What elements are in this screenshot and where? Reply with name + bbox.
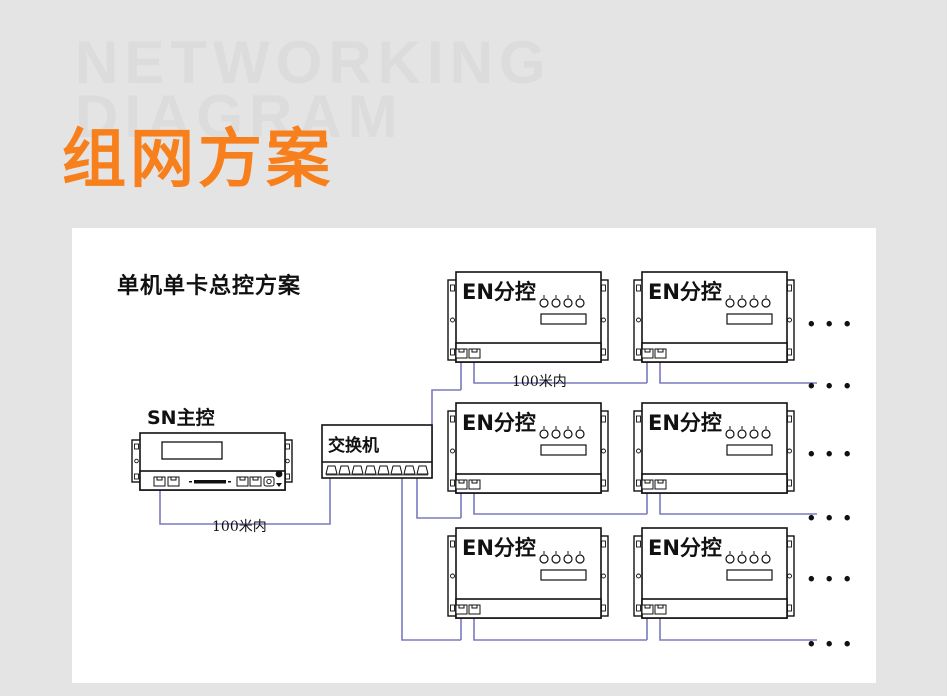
diagram-panel: 单机单卡总控方案 — [72, 228, 876, 683]
distance-label-master-switch: 100米内 — [212, 519, 267, 535]
device-en-r2c1[interactable] — [447, 402, 609, 494]
wire-switch-to-row3 — [401, 478, 461, 641]
wire-row1-chain-b — [659, 362, 817, 384]
label-en-r1c2: EN分控 — [648, 280, 722, 304]
device-en-r3c1[interactable] — [447, 527, 609, 619]
label-en-r1c1: EN分控 — [462, 280, 536, 304]
ellipsis-row1-device: • • • — [808, 314, 854, 335]
ellipsis-row2-line: • • • — [808, 508, 854, 529]
watermark-line-1: NETWORKING — [75, 29, 552, 96]
wire-row1-chain-a — [473, 362, 647, 384]
device-switch[interactable] — [321, 424, 433, 479]
label-sn-master: SN主控 — [147, 407, 215, 429]
wire-switch-to-row2 — [416, 478, 461, 519]
wire-row2-chain-b — [659, 493, 817, 515]
page-header: NETWORKING DIAGRAM 组网方案 — [0, 0, 947, 210]
device-en-r1c2[interactable] — [633, 271, 795, 363]
device-en-r2c2[interactable] — [633, 402, 795, 494]
label-en-r2c1: EN分控 — [462, 411, 536, 435]
label-en-r3c2: EN分控 — [648, 536, 722, 560]
label-switch: 交换机 — [328, 436, 379, 456]
device-en-r3c2[interactable] — [633, 527, 795, 619]
wire-row3-chain-a — [473, 618, 647, 641]
wire-row3-chain-b — [659, 618, 817, 641]
network-diagram-canvas — [131, 271, 817, 641]
diagram-title: 单机单卡总控方案 — [117, 274, 302, 299]
device-en-r1c1[interactable] — [447, 271, 609, 363]
wire-row2-chain-a — [473, 493, 647, 515]
ellipsis-row3-line: • • • — [808, 634, 854, 655]
wire-master-to-switch — [159, 478, 331, 525]
label-en-r2c2: EN分控 — [648, 411, 722, 435]
device-sn-master[interactable] — [131, 432, 293, 491]
watermark-line-2: DIAGRAM — [75, 83, 404, 150]
ellipsis-row1-line: • • • — [808, 376, 854, 397]
distance-label-slave-chain: 100米内 — [512, 374, 567, 390]
page-title: 组网方案 — [62, 123, 334, 197]
label-en-r3c1: EN分控 — [462, 536, 536, 560]
ellipsis-row2-device: • • • — [808, 444, 854, 465]
ellipsis-row3-device: • • • — [808, 569, 854, 590]
